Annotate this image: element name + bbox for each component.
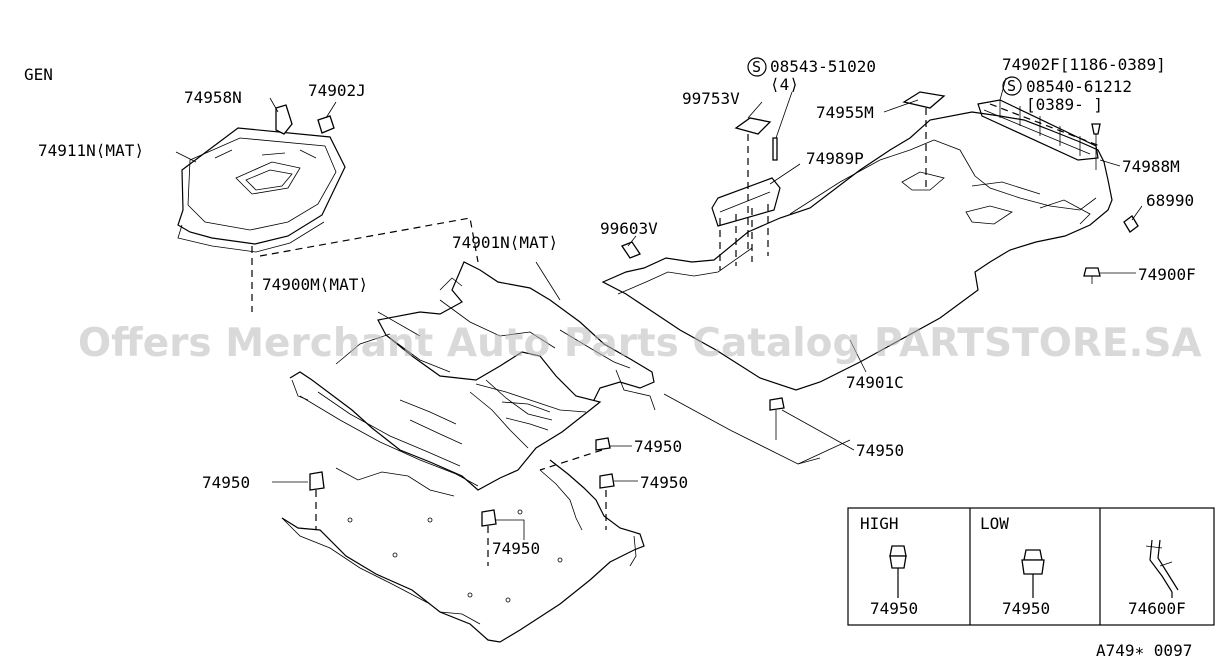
screw-symbol-08540: S bbox=[1002, 76, 1022, 96]
clip-74902j bbox=[317, 101, 337, 134]
label-74958n: 74958N bbox=[184, 88, 242, 107]
screw-symbol-08543: S bbox=[747, 57, 767, 77]
label-08540-range: [0389- ] bbox=[1026, 95, 1103, 114]
bracket-74989p bbox=[711, 177, 781, 270]
legend-high-part: 74950 bbox=[870, 599, 918, 618]
label-74950-tunnel: 74950 bbox=[634, 437, 682, 456]
front-floor-mat-74911n bbox=[177, 127, 346, 253]
legend-low-part: 74950 bbox=[1002, 599, 1050, 618]
watermark: Offers Merchant Auto Parts Catalog PARTS… bbox=[78, 321, 1202, 366]
legend-high-clip-icon bbox=[889, 545, 907, 598]
grommet-74900f bbox=[1083, 267, 1136, 284]
legend-74600f-part: 74600F bbox=[1128, 599, 1186, 618]
label-68990: 68990 bbox=[1146, 191, 1194, 210]
clip-74950-rear bbox=[769, 397, 855, 451]
rear-floor-carpet-74901c bbox=[601, 111, 1113, 465]
legend-low-title: LOW bbox=[980, 514, 1009, 533]
rear-strip-74988m bbox=[977, 99, 1101, 161]
label-74901c: 74901C bbox=[846, 373, 904, 392]
label-08540-61212: 08540-61212 bbox=[1026, 77, 1132, 96]
label-08543-51020: 08543-51020 bbox=[770, 57, 876, 76]
label-08543-qty: ⟨4⟩ bbox=[770, 75, 799, 94]
leader-74988m bbox=[1099, 159, 1121, 167]
seal-99753v bbox=[734, 117, 772, 250]
leader-74955m bbox=[883, 99, 919, 113]
clip-74958n bbox=[269, 97, 293, 135]
label-74901n: 74901N⟨MAT⟩ bbox=[452, 233, 558, 252]
leader-74911n bbox=[175, 151, 197, 163]
clip-74950-tunnel bbox=[539, 437, 632, 471]
clip-99603v bbox=[621, 235, 641, 259]
leader-74901c bbox=[849, 339, 867, 373]
legend-low-clip-icon bbox=[1021, 549, 1045, 598]
label-74900f: 74900F bbox=[1138, 265, 1196, 284]
clip-74950-center bbox=[481, 509, 525, 566]
diagram-code: A749∗ 0097 bbox=[1096, 641, 1192, 660]
front-floor-carpet-74900m bbox=[289, 261, 656, 491]
label-74988m: 74988M bbox=[1122, 157, 1180, 176]
clip-74950-left bbox=[272, 471, 325, 530]
label-74950-rear: 74950 bbox=[856, 441, 904, 460]
leader-74900m bbox=[377, 311, 421, 337]
label-74902f: 74902F[1186-0389] bbox=[1002, 55, 1166, 74]
legend-high-title: HIGH bbox=[860, 514, 899, 533]
label-74950-right: 74950 bbox=[640, 473, 688, 492]
label-74902j: 74902J bbox=[308, 81, 366, 100]
screw-symbol-text: S bbox=[752, 58, 761, 76]
label-74900m: 74900M⟨MAT⟩ bbox=[262, 275, 368, 294]
leader-74989p bbox=[769, 163, 801, 185]
leader-dash-74901n bbox=[259, 217, 479, 263]
front-floor-panel bbox=[281, 459, 645, 643]
screw-08543-51020 bbox=[772, 91, 793, 161]
section-label: GEN bbox=[24, 65, 53, 84]
label-99753v: 99753V bbox=[682, 89, 740, 108]
patch-74955m bbox=[902, 91, 946, 190]
label-74950-left: 74950 bbox=[202, 473, 250, 492]
leader-74901n bbox=[535, 261, 561, 301]
label-74955m: 74955M bbox=[816, 103, 874, 122]
label-74911n: 74911N⟨MAT⟩ bbox=[38, 141, 144, 160]
screw-symbol-text-2: S bbox=[1007, 77, 1016, 95]
label-74989p: 74989P bbox=[806, 149, 864, 168]
label-74950-center: 74950 bbox=[492, 539, 540, 558]
legend-box: HIGH 74950 LOW 74950 74600F bbox=[847, 507, 1215, 626]
legend-74600f-clip-icon bbox=[1145, 539, 1179, 598]
label-99603v: 99603V bbox=[600, 219, 658, 238]
clip-68990 bbox=[1123, 205, 1143, 233]
screw-08540-61212 bbox=[1091, 123, 1101, 170]
clip-74950-right bbox=[599, 473, 638, 530]
leader-99753v bbox=[747, 101, 763, 119]
